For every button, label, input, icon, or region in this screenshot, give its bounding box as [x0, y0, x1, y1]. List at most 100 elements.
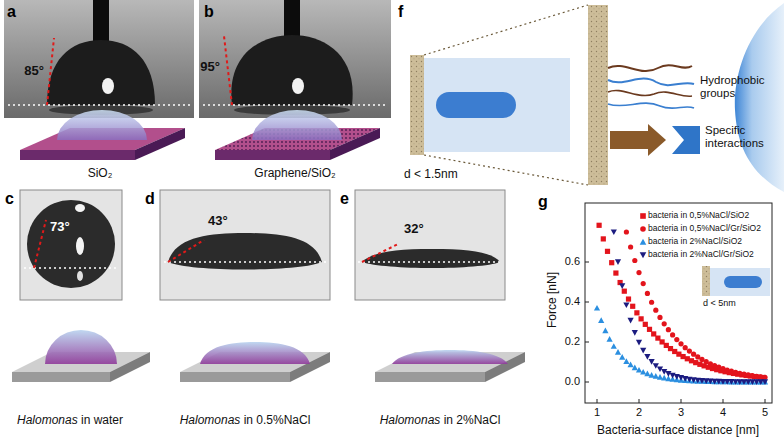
tick-label: 0.6: [565, 255, 580, 268]
photo-background: [199, 0, 391, 118]
droplet: [168, 233, 322, 270]
baseline: [358, 261, 502, 263]
data-marker: [632, 330, 638, 336]
legend-entry: bacteria in 2%NaCl/SiO2: [648, 236, 742, 247]
data-marker: [632, 258, 637, 263]
distance-label: d < 5nm: [703, 298, 736, 308]
data-marker: [640, 252, 647, 258]
data-marker: [643, 322, 648, 327]
tick-mark: [723, 399, 724, 403]
substrate-schematic: [12, 330, 150, 382]
data-marker: [598, 317, 604, 323]
interaction-label: Specific interactions: [705, 124, 777, 150]
data-marker: [641, 281, 646, 286]
data-marker: [602, 327, 608, 333]
legend-marker: [639, 238, 647, 246]
angle-value: 32°: [404, 222, 424, 237]
panel-letter: d: [145, 190, 155, 208]
data-marker: [666, 327, 671, 332]
data-marker: [611, 343, 617, 349]
legend-text: bacteria in 0,5%NaCl/Gr/SiO2: [648, 223, 761, 233]
adhesion-schematic: [410, 3, 784, 192]
hydrophobic-chain: [608, 79, 694, 86]
tick-mark: [585, 382, 589, 383]
data-marker: [624, 229, 629, 234]
panel-letter: b: [204, 3, 214, 21]
slab-front: [375, 372, 485, 382]
photo-a: [4, 0, 194, 118]
legend-entry: bacteria in 0,5%NaCl/SiO2: [648, 210, 749, 221]
data-marker: [645, 291, 650, 296]
axis-title: Force [nN]: [546, 272, 560, 328]
photo-frame: [20, 190, 122, 300]
data-marker: [634, 310, 639, 315]
bacterium-surface: [735, 3, 784, 192]
data-marker: [687, 348, 692, 353]
data-marker: [636, 270, 641, 275]
data-marker: [597, 223, 602, 228]
angle-value: 73°: [50, 220, 70, 235]
panel-letter: e: [340, 190, 349, 208]
baseline: [8, 104, 190, 106]
drop-schematic: [392, 350, 508, 364]
data-marker: [644, 371, 650, 377]
data-marker: [628, 318, 634, 324]
slab-front: [180, 372, 290, 382]
tick-mark: [765, 399, 766, 403]
data-marker: [670, 332, 675, 337]
data-marker: [636, 340, 642, 346]
droplet: [231, 35, 352, 105]
tangent-line: [168, 240, 204, 262]
photo-background: [4, 0, 194, 118]
data-marker: [611, 229, 617, 235]
data-marker: [632, 364, 638, 370]
tick-mark: [597, 399, 598, 403]
tick-label: 2: [636, 406, 642, 419]
droplet: [27, 200, 115, 288]
chart-frame: [585, 203, 772, 403]
data-marker: [649, 372, 655, 378]
data-marker: [594, 305, 600, 311]
legend-text: bacteria in 2%NaCl/SiO2: [648, 236, 742, 246]
tick-label: 0.2: [565, 335, 580, 348]
inset-wall: [702, 266, 710, 296]
inset-bacterium: [724, 276, 762, 288]
photo-frame: [355, 190, 505, 300]
tick-mark: [681, 399, 682, 403]
data-marker: [662, 321, 667, 326]
legend-text: bacteria in 2%NaCl/Gr/SiO2: [648, 249, 754, 259]
legend-entry: bacteria in 0,5%NaCl/Gr/SiO2: [648, 223, 761, 234]
highlight: [292, 78, 304, 94]
data-marker: [601, 236, 606, 241]
data-marker: [683, 345, 688, 350]
tick-mark: [639, 399, 640, 403]
data-marker: [640, 369, 646, 375]
interaction-arrow: [610, 124, 666, 156]
data-marker: [605, 249, 610, 254]
tick-label: 5: [762, 406, 768, 419]
tangent-line: [47, 38, 54, 105]
panel-letter: f: [398, 3, 403, 21]
angle-value: 43°: [208, 214, 228, 229]
substrate-schematic: [180, 342, 330, 382]
tangent-line: [362, 244, 398, 262]
droplet: [47, 40, 155, 105]
data-marker: [636, 367, 642, 373]
baseline: [203, 104, 388, 106]
photo-c: [20, 190, 122, 300]
inset-medium: [710, 268, 770, 296]
sample-label: Halomonas in 2%NaCl: [380, 414, 501, 428]
highlight: [77, 271, 83, 281]
data-marker: [640, 226, 646, 232]
data-marker: [640, 348, 646, 354]
angle-value: 85°: [24, 64, 44, 79]
photo-e: [355, 190, 505, 300]
sample-label: Halomonas in water: [17, 414, 123, 428]
drop-schematic: [45, 330, 117, 364]
highlight: [76, 237, 84, 255]
highlight: [75, 204, 85, 212]
angle-value: 95°: [200, 60, 220, 75]
legend-marker: [639, 225, 647, 233]
baseline: [164, 261, 326, 263]
